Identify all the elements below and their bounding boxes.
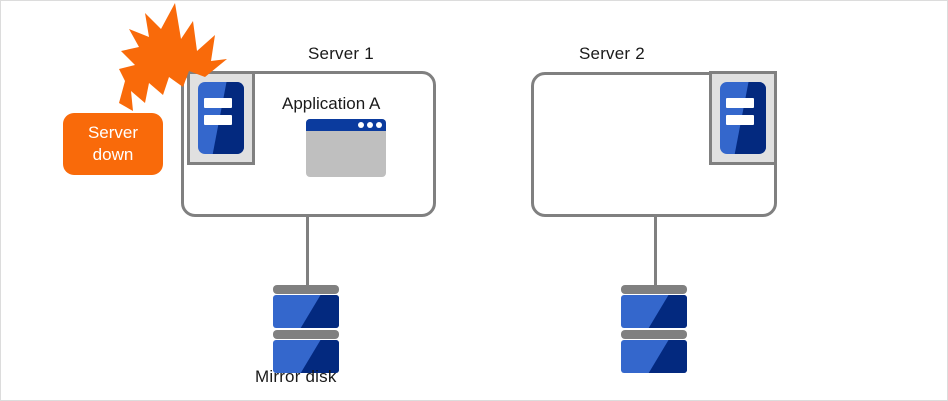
disk-shade: [648, 340, 687, 373]
connector-server-1-to-disk: [306, 215, 309, 287]
application-a-label: Application A: [282, 94, 381, 113]
disk-shade: [300, 295, 339, 328]
disk-body: [621, 295, 687, 328]
server-chassis: [198, 82, 244, 154]
application-window-icon: [306, 119, 386, 177]
window-dot-icon: [358, 122, 364, 128]
server-slot-bar-icon: [726, 97, 755, 108]
server-2-caption: Server 2: [579, 44, 645, 63]
disk-platter-top: [621, 285, 687, 294]
connector-server-2-to-disk: [654, 215, 657, 287]
server-slot-bar-icon: [726, 115, 755, 126]
window-titlebar: [306, 119, 386, 131]
disk-platter-middle: [273, 330, 339, 339]
server-1-caption: Server 1: [308, 44, 374, 63]
disk-shade: [648, 295, 687, 328]
disk-platter-top: [273, 285, 339, 294]
server-down-line-2: down: [92, 145, 134, 164]
disk-body: [621, 340, 687, 373]
disk-platter-middle: [621, 330, 687, 339]
server-down-line-1: Server: [87, 123, 139, 142]
disk-stack-icon: [621, 285, 687, 373]
server-machine-icon: [187, 71, 255, 165]
server-chassis: [720, 82, 766, 154]
explosion-burst-icon: [119, 3, 227, 111]
server-slot-bar-icon: [204, 97, 233, 108]
disk-body: [273, 340, 339, 373]
window-dot-icon: [367, 122, 373, 128]
window-dot-icon: [376, 122, 382, 128]
server-machine-icon: [709, 71, 777, 165]
server-down-badge: Server down: [63, 113, 163, 175]
server-slot-bar-icon: [204, 115, 233, 126]
disk-stack-icon: [273, 285, 339, 373]
mirror-disk-caption: Mirror disk: [255, 367, 337, 386]
disk-body: [273, 295, 339, 328]
